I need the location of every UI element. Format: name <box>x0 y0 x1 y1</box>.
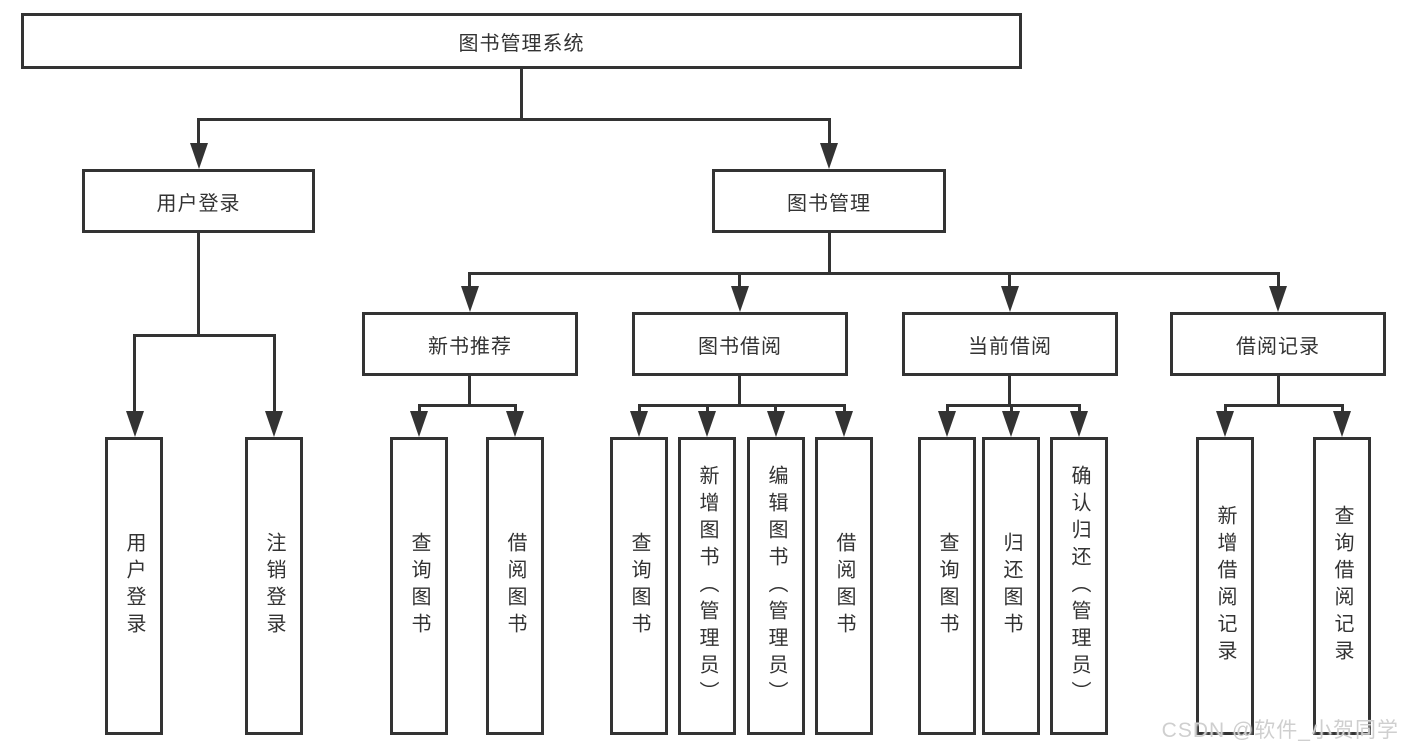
connector-line <box>1224 404 1227 413</box>
leaf-borrow-books: 借阅图书 <box>815 437 873 735</box>
watermark-text: CSDN @软件_小贺同学 <box>1161 719 1399 742</box>
connector-line <box>418 404 517 407</box>
connector-line <box>1008 376 1011 406</box>
connector-line <box>638 404 846 407</box>
leaf-logout-label: 注销登录 <box>263 532 285 640</box>
node-new-book-recommend: 新书推荐 <box>362 312 578 376</box>
node-new-book-recommend-label: 新书推荐 <box>428 335 512 358</box>
arrow-down-icon <box>938 411 956 437</box>
leaf-edit-book-admin: 编辑图书（管理员） <box>747 437 805 735</box>
node-user-login: 用户登录 <box>82 169 315 233</box>
leaf-borrow-books-recommend-label: 借阅图书 <box>504 532 526 640</box>
connector-line <box>738 376 741 406</box>
node-user-login-label: 用户登录 <box>156 192 241 215</box>
connector-line <box>1341 404 1344 413</box>
leaf-borrow-books-label: 借阅图书 <box>833 532 855 640</box>
connector-line <box>514 404 517 413</box>
arrow-down-icon <box>1002 411 1020 437</box>
leaf-query-books-recommend: 查询图书 <box>390 437 448 735</box>
leaf-query-books-current-label: 查询图书 <box>936 532 958 640</box>
connector-line <box>468 272 471 288</box>
connector-line <box>946 404 1080 407</box>
arrow-down-icon <box>820 143 838 169</box>
leaf-add-borrow-record: 新增借阅记录 <box>1196 437 1254 735</box>
connector-line <box>774 404 777 413</box>
connector-line <box>197 118 200 145</box>
leaf-borrow-books-recommend: 借阅图书 <box>486 437 544 735</box>
connector-line <box>638 404 641 413</box>
connector-line <box>1010 404 1013 413</box>
arrow-down-icon <box>835 411 853 437</box>
node-book-management: 图书管理 <box>712 169 946 233</box>
leaf-confirm-return-admin-label: 确认归还（管理员） <box>1068 464 1090 708</box>
arrow-down-icon <box>1001 286 1019 312</box>
arrow-down-icon <box>126 411 144 437</box>
arrow-down-icon <box>731 286 749 312</box>
node-book-borrow: 图书借阅 <box>632 312 848 376</box>
node-root-label: 图书管理系统 <box>458 32 585 55</box>
arrow-down-icon <box>190 143 208 169</box>
leaf-user-login-label: 用户登录 <box>123 532 145 640</box>
connector-line <box>520 69 523 120</box>
connector-line <box>273 334 276 413</box>
connector-line <box>133 334 136 413</box>
connector-line <box>197 233 200 336</box>
connector-line <box>133 334 276 337</box>
arrow-down-icon <box>1269 286 1287 312</box>
node-borrow-records-label: 借阅记录 <box>1236 335 1320 358</box>
leaf-add-borrow-record-label: 新增借阅记录 <box>1214 505 1236 667</box>
arrow-down-icon <box>265 411 283 437</box>
leaf-return-book-label: 归还图书 <box>1000 532 1022 640</box>
connector-line <box>946 404 949 413</box>
connector-line <box>468 376 471 406</box>
arrow-down-icon <box>698 411 716 437</box>
arrow-down-icon <box>461 286 479 312</box>
arrow-down-icon <box>1333 411 1351 437</box>
node-book-management-label: 图书管理 <box>787 192 871 215</box>
arrow-down-icon <box>767 411 785 437</box>
node-root: 图书管理系统 <box>21 13 1022 69</box>
arrow-down-icon <box>630 411 648 437</box>
leaf-user-login: 用户登录 <box>105 437 163 735</box>
arrow-down-icon <box>1216 411 1234 437</box>
arrow-down-icon <box>1070 411 1088 437</box>
leaf-add-book-admin: 新增图书（管理员） <box>678 437 736 735</box>
leaf-add-book-admin-label: 新增图书（管理员） <box>696 464 718 708</box>
leaf-query-borrow-record: 查询借阅记录 <box>1313 437 1371 735</box>
connector-line <box>197 118 831 121</box>
leaf-query-books-recommend-label: 查询图书 <box>408 532 430 640</box>
leaf-query-books-borrow-label: 查询图书 <box>628 532 650 640</box>
leaf-edit-book-admin-label: 编辑图书（管理员） <box>765 464 787 708</box>
connector-line <box>828 118 831 145</box>
leaf-query-books-borrow: 查询图书 <box>610 437 668 735</box>
node-book-borrow-label: 图书借阅 <box>698 335 782 358</box>
connector-line <box>1224 404 1343 407</box>
node-current-borrow: 当前借阅 <box>902 312 1118 376</box>
arrow-down-icon <box>506 411 524 437</box>
connector-line <box>1277 272 1280 288</box>
connector-line <box>706 404 709 413</box>
leaf-logout: 注销登录 <box>245 437 303 735</box>
node-current-borrow-label: 当前借阅 <box>968 335 1052 358</box>
connector-line <box>843 404 846 413</box>
arrow-down-icon <box>410 411 428 437</box>
leaf-query-books-current: 查询图书 <box>918 437 976 735</box>
connector-line <box>469 272 1279 275</box>
connector-line <box>418 404 421 413</box>
connector-line <box>1277 376 1280 406</box>
node-borrow-records: 借阅记录 <box>1170 312 1386 376</box>
connector-line <box>1008 272 1011 288</box>
leaf-query-borrow-record-label: 查询借阅记录 <box>1331 505 1353 667</box>
connector-line <box>1078 404 1081 413</box>
leaf-return-book: 归还图书 <box>982 437 1040 735</box>
leaf-confirm-return-admin: 确认归还（管理员） <box>1050 437 1108 735</box>
connector-line <box>828 233 831 274</box>
connector-line <box>738 272 741 288</box>
